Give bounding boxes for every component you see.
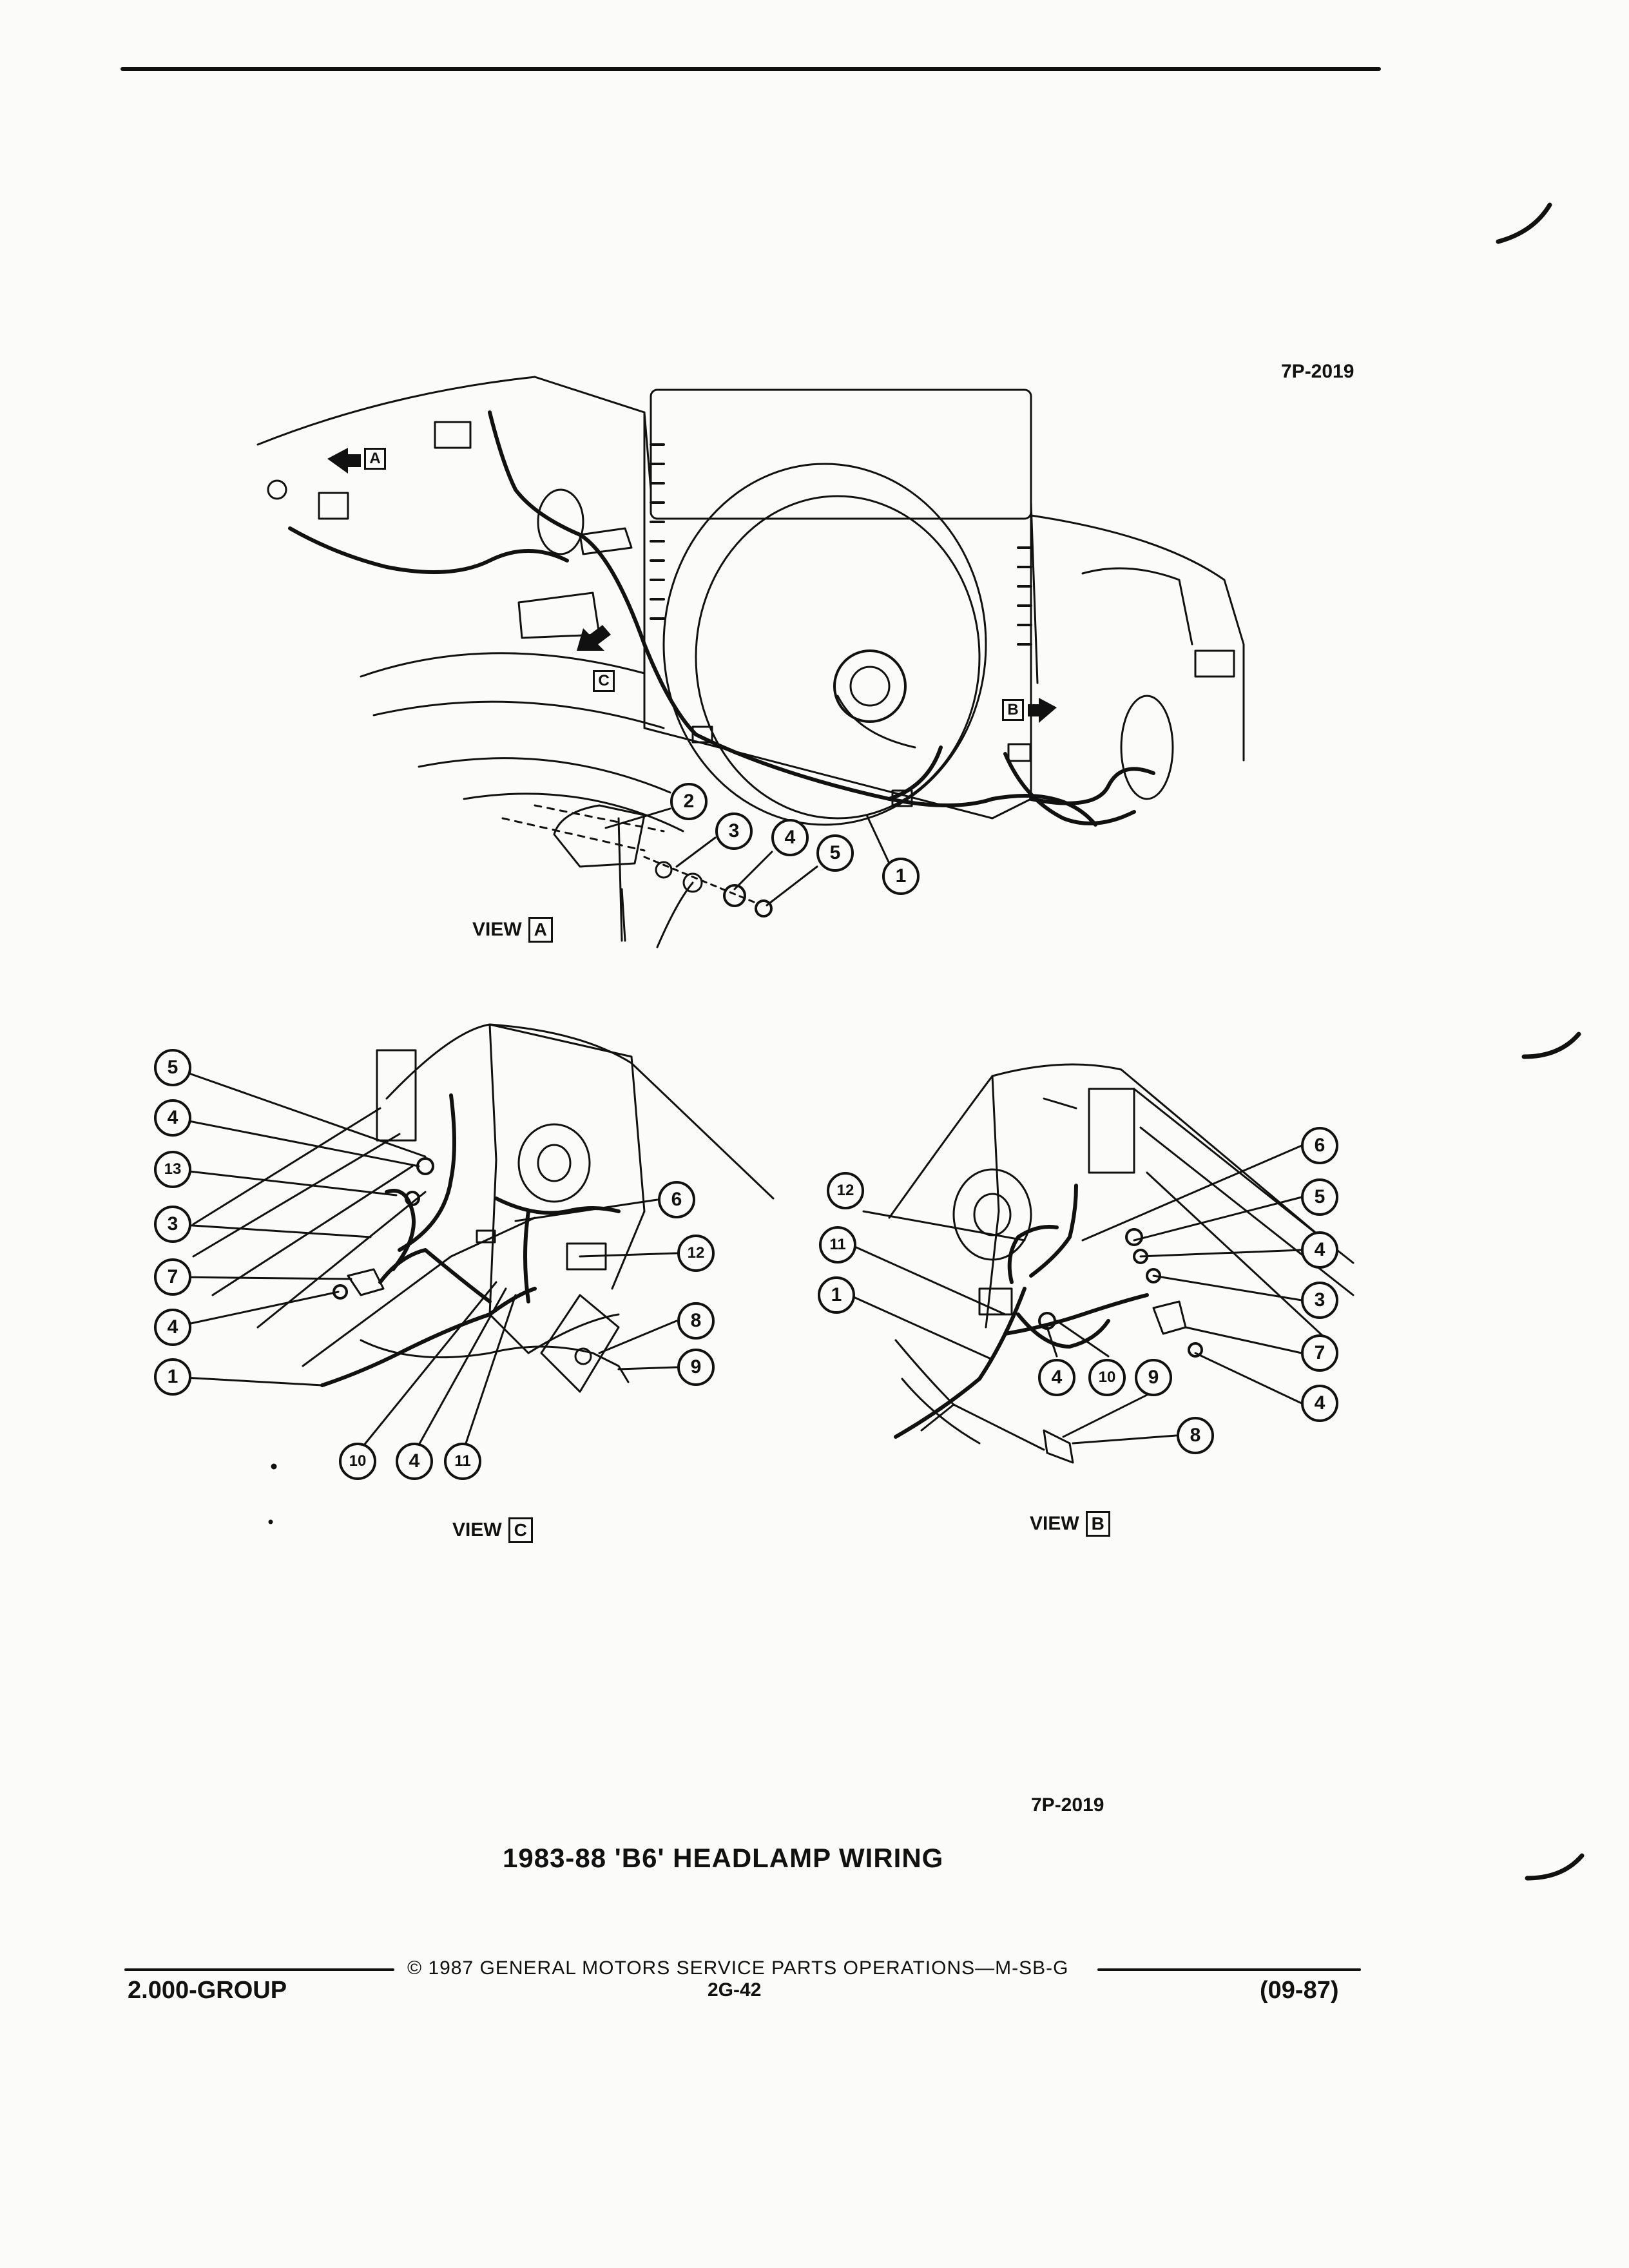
callout-c-12: 12: [677, 1235, 715, 1272]
callout-c-7: 7: [154, 1258, 191, 1296]
callout-b-6: 6: [1301, 1127, 1338, 1164]
callout-b-7: 7: [1301, 1334, 1338, 1372]
callout-c-8: 8: [677, 1302, 715, 1340]
view-c-box: C: [508, 1517, 533, 1543]
callout-b-8: 8: [1177, 1417, 1214, 1454]
callout-b-4c: 4: [1038, 1359, 1075, 1396]
callout-b-11: 11: [819, 1226, 856, 1264]
arrow-c-label: C: [593, 670, 615, 692]
callout-c-13: 13: [154, 1151, 191, 1188]
callout-main-4: 4: [771, 819, 809, 856]
figure-code-bottom: 7P-2019: [1031, 1794, 1104, 1816]
margin-mark: [1525, 1853, 1585, 1881]
callout-b-12: 12: [827, 1172, 864, 1209]
callout-b-4: 4: [1301, 1231, 1338, 1269]
view-b-box: B: [1085, 1511, 1110, 1537]
callout-c-4: 4: [154, 1099, 191, 1137]
callout-main-1: 1: [882, 858, 920, 895]
callout-b-3: 3: [1301, 1282, 1338, 1319]
figure-code-top: 7P-2019: [1281, 361, 1354, 382]
main-view-drawing: [256, 376, 1245, 948]
callout-main-3: 3: [715, 812, 753, 850]
scan-speck: [271, 1463, 277, 1470]
callout-c-9: 9: [677, 1349, 715, 1386]
arrow-b-label: B: [1002, 699, 1024, 721]
view-a-word: VIEW: [472, 919, 522, 940]
view-c-label: VIEW C: [452, 1517, 533, 1543]
scan-speck: [268, 1519, 273, 1524]
view-c-word: VIEW: [452, 1519, 502, 1541]
view-a-label: VIEW A: [472, 917, 553, 943]
footer-group: 2.000-GROUP: [128, 1977, 287, 2004]
view-a-box: A: [528, 917, 553, 943]
callout-c-3: 3: [154, 1206, 191, 1243]
view-b-drawing: [848, 1063, 1354, 1464]
callout-b-4b: 4: [1301, 1385, 1338, 1422]
footer-date: (09-87): [1260, 1977, 1339, 2004]
callout-c-11: 11: [444, 1443, 481, 1480]
margin-mark: [1521, 1032, 1581, 1059]
callout-c-10: 10: [339, 1443, 376, 1480]
arrow-b-icon: [1028, 698, 1057, 723]
callout-c-6: 6: [658, 1181, 695, 1218]
margin-mark: [1496, 202, 1552, 244]
callout-main-5: 5: [816, 834, 854, 872]
arrow-a-label: A: [364, 448, 386, 470]
callout-c-4c: 4: [396, 1443, 433, 1480]
footer-page-number: 2G-42: [708, 1979, 762, 2001]
callout-b-10: 10: [1088, 1359, 1126, 1396]
view-c-drawing: [171, 1023, 775, 1454]
arrow-c-icon: [577, 625, 611, 651]
figure-title: 1983-88 'B6' HEADLAMP WIRING: [503, 1843, 944, 1873]
view-b-word: VIEW: [1030, 1513, 1079, 1534]
view-b-label: VIEW B: [1030, 1511, 1110, 1537]
arrow-a-icon: [327, 448, 361, 474]
callout-c-4b: 4: [154, 1309, 191, 1346]
callout-c-5: 5: [154, 1049, 191, 1086]
callout-b-9: 9: [1135, 1359, 1172, 1396]
callout-b-5: 5: [1301, 1178, 1338, 1216]
callout-main-2: 2: [670, 783, 708, 820]
footer-copyright: © 1987 GENERAL MOTORS SERVICE PARTS OPER…: [407, 1957, 1069, 1979]
callout-b-1: 1: [818, 1276, 855, 1314]
callout-c-1: 1: [154, 1358, 191, 1396]
